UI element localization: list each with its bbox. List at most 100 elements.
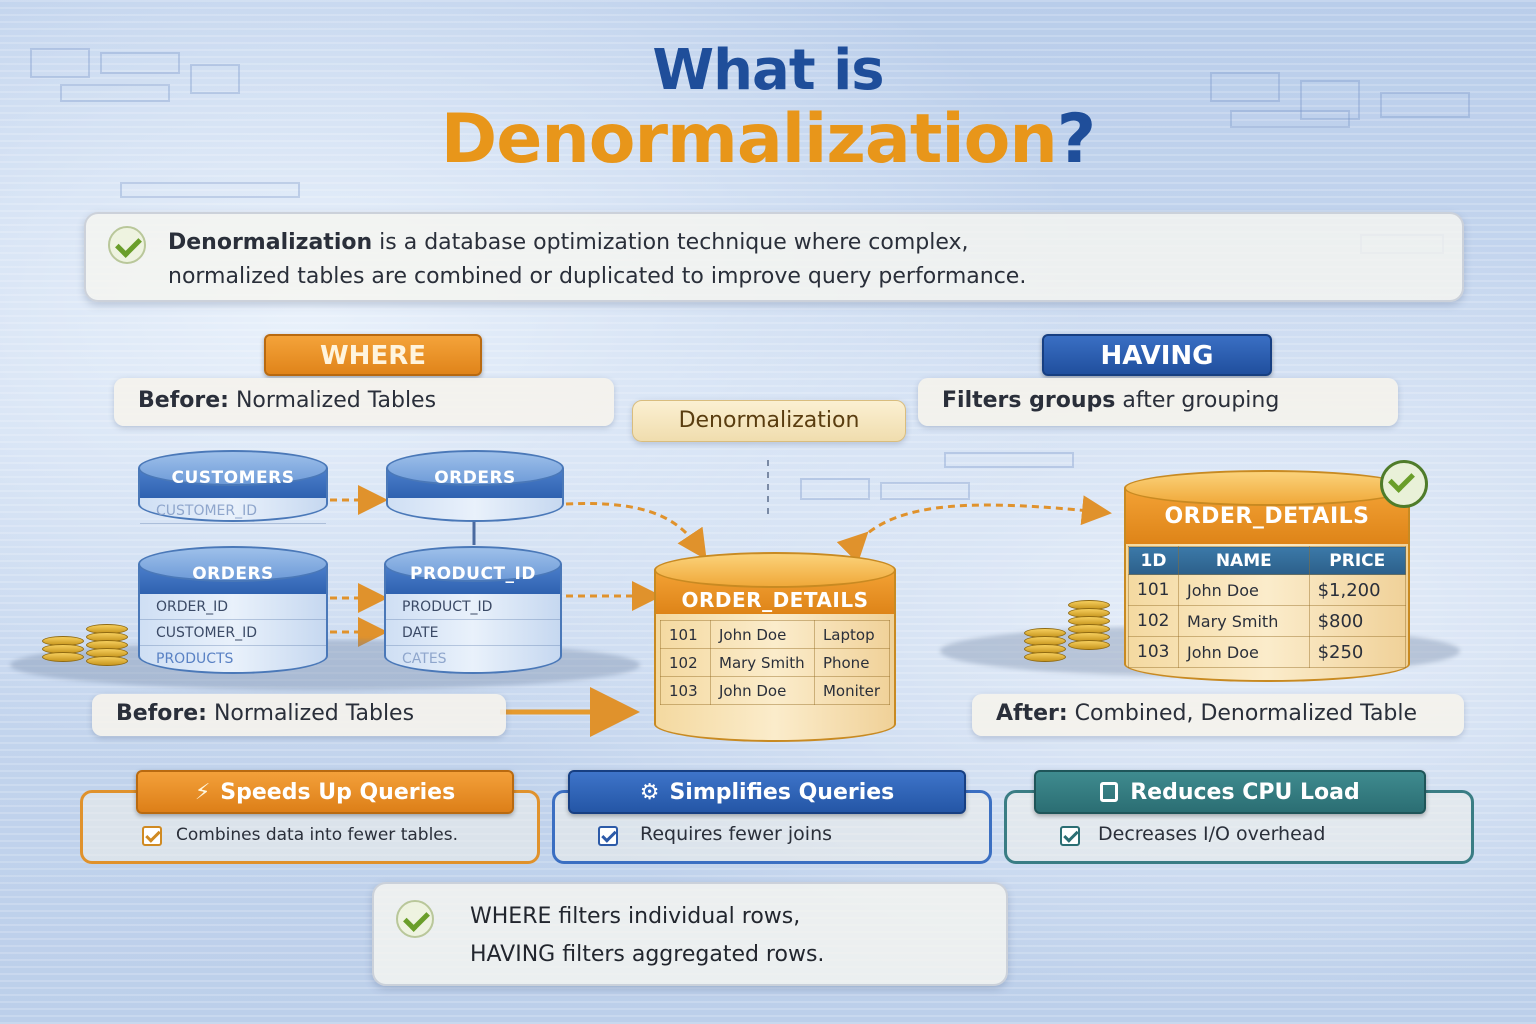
feature-text-simplify: Requires fewer joins	[640, 823, 833, 845]
cell-price: $800	[1308, 605, 1407, 637]
cell-name: John Doe	[1178, 574, 1310, 606]
before-label-top: Before: Normalized Tables	[114, 378, 614, 426]
coins-icon	[42, 620, 132, 670]
orders-table: ORDER_ID CUSTOMER_ID PRODUCTS ORDERS	[138, 546, 328, 674]
check-icon	[108, 226, 146, 264]
order-details-middle-title: ORDER_DETAILS	[681, 588, 869, 612]
feature-text-cpu: Decreases I/O overhead	[1098, 823, 1326, 845]
orders-table-body: ORDER_ID CUSTOMER_ID PRODUCTS	[138, 564, 328, 674]
orders-row: ORDER_ID	[140, 594, 326, 620]
definition-rest: is a database optimization technique whe…	[372, 230, 969, 255]
decor-pixel-block	[800, 478, 870, 500]
title-question-mark: ?	[1056, 100, 1096, 179]
where-tag: WHERE	[264, 334, 482, 376]
feature-text-speed: Combines data into fewer tables.	[176, 825, 459, 845]
checkbox-icon	[142, 826, 162, 846]
definition-text: Denormalization is a database optimizati…	[168, 226, 1026, 294]
cell-name: John Doe	[710, 620, 815, 649]
before-label-bottom-bold: Before:	[116, 701, 207, 726]
cell-item: Laptop	[813, 620, 891, 649]
feature-title-cpu: Reduces CPU Load	[1034, 770, 1426, 814]
definition-line-1: Denormalization is a database optimizati…	[168, 226, 1026, 260]
cell-id: 102	[660, 648, 711, 677]
takeaway-line-1: WHERE filters individual rows,	[470, 898, 824, 936]
cell-id: 102	[1128, 605, 1179, 637]
cell-name: John Doe	[710, 676, 815, 705]
takeaway-keyword-where: WHERE	[470, 904, 552, 929]
definition-term: Denormalization	[168, 230, 373, 255]
orders-row: PRODUCTS	[156, 651, 234, 667]
takeaway-panel: WHERE filters individual rows, HAVING fi…	[372, 882, 1008, 986]
orders-top-title: ORDERS	[434, 468, 516, 488]
decor-pixel-block	[30, 48, 90, 78]
arrow-details-to-final	[836, 495, 1112, 564]
cell-id: 103	[660, 676, 711, 705]
orders-table-top: ORDERS	[386, 450, 564, 522]
decor-pixel-block	[1380, 92, 1470, 118]
order-details-right-title: ORDER_DETAILS	[1164, 504, 1370, 529]
after-label: After: Combined, Denormalized Table	[972, 694, 1464, 736]
feature-title-speed-text: Speeds Up Queries	[220, 780, 456, 805]
orders-top-cap	[386, 450, 564, 486]
coins-icon	[1024, 600, 1124, 666]
cell-name: Mary Smith	[710, 648, 815, 677]
title-term: Denormalization	[440, 100, 1058, 179]
takeaway-rest-2: filters aggregated rows.	[555, 942, 825, 967]
lightning-icon: ⚡	[194, 780, 211, 805]
feature-title-simplify: ⚙Simplifies Queries	[568, 770, 966, 814]
definition-line-2: normalized tables are combined or duplic…	[168, 264, 1027, 289]
having-description: Filters groups after grouping	[918, 378, 1398, 426]
cell-id: 101	[1128, 574, 1179, 606]
decor-pixel-block	[190, 64, 240, 94]
after-label-bold: After:	[996, 701, 1068, 726]
customers-table-title: CUSTOMERS	[171, 468, 295, 488]
coin	[86, 656, 128, 666]
decor-pixel-block	[60, 84, 170, 102]
customers-row: CUSTOMER_ID	[140, 498, 326, 524]
product-table: PRODUCT_ID DATE CATES PRODUCT_ID	[384, 546, 562, 674]
takeaway-text: WHERE filters individual rows, HAVING fi…	[470, 898, 824, 974]
order-details-middle-cap	[654, 552, 896, 588]
coin	[1068, 640, 1110, 650]
takeaway-keyword-having: HAVING	[470, 942, 556, 967]
product-row: DATE	[386, 620, 560, 646]
decor-pixel-block	[1210, 72, 1280, 102]
product-table-title: PRODUCT_ID	[410, 564, 536, 584]
cell-id: 103	[1128, 636, 1179, 668]
orders-row: CUSTOMER_ID	[140, 620, 326, 646]
before-label-bottom: Before: Normalized Tables	[92, 694, 506, 736]
decor-pixel-block	[100, 52, 180, 74]
cell-price: $1,200	[1308, 574, 1407, 606]
having-description-rest: after grouping	[1115, 388, 1280, 413]
before-label-top-rest: Normalized Tables	[228, 388, 437, 413]
product-table-cap	[384, 546, 562, 582]
takeaway-rest-1: filters individual rows,	[551, 904, 801, 929]
checkbox-icon	[1060, 826, 1080, 846]
arrow-orders-to-details	[565, 501, 707, 560]
header-id: 1D	[1128, 546, 1179, 575]
orders-table-cap	[138, 546, 328, 582]
decor-pixel-block	[1300, 80, 1360, 120]
page-title-line2: Denormalization?	[0, 100, 1536, 179]
customers-table: CUSTOMER_ID CUSTOMERS	[138, 450, 328, 524]
cell-name: John Doe	[1178, 636, 1310, 668]
page-title-line1: What is	[652, 38, 884, 103]
header-name: NAME	[1178, 546, 1310, 575]
decor-pixel-block	[1230, 110, 1350, 128]
cell-name: Mary Smith	[1178, 605, 1310, 637]
decor-pixel-block	[120, 182, 300, 198]
before-label-bottom-rest: Normalized Tables	[206, 701, 415, 726]
orders-table-title: ORDERS	[192, 564, 274, 584]
definition-panel: Denormalization is a database optimizati…	[84, 212, 1464, 302]
having-description-bold: Filters groups	[942, 388, 1116, 413]
product-row: PRODUCT_ID	[386, 594, 560, 620]
